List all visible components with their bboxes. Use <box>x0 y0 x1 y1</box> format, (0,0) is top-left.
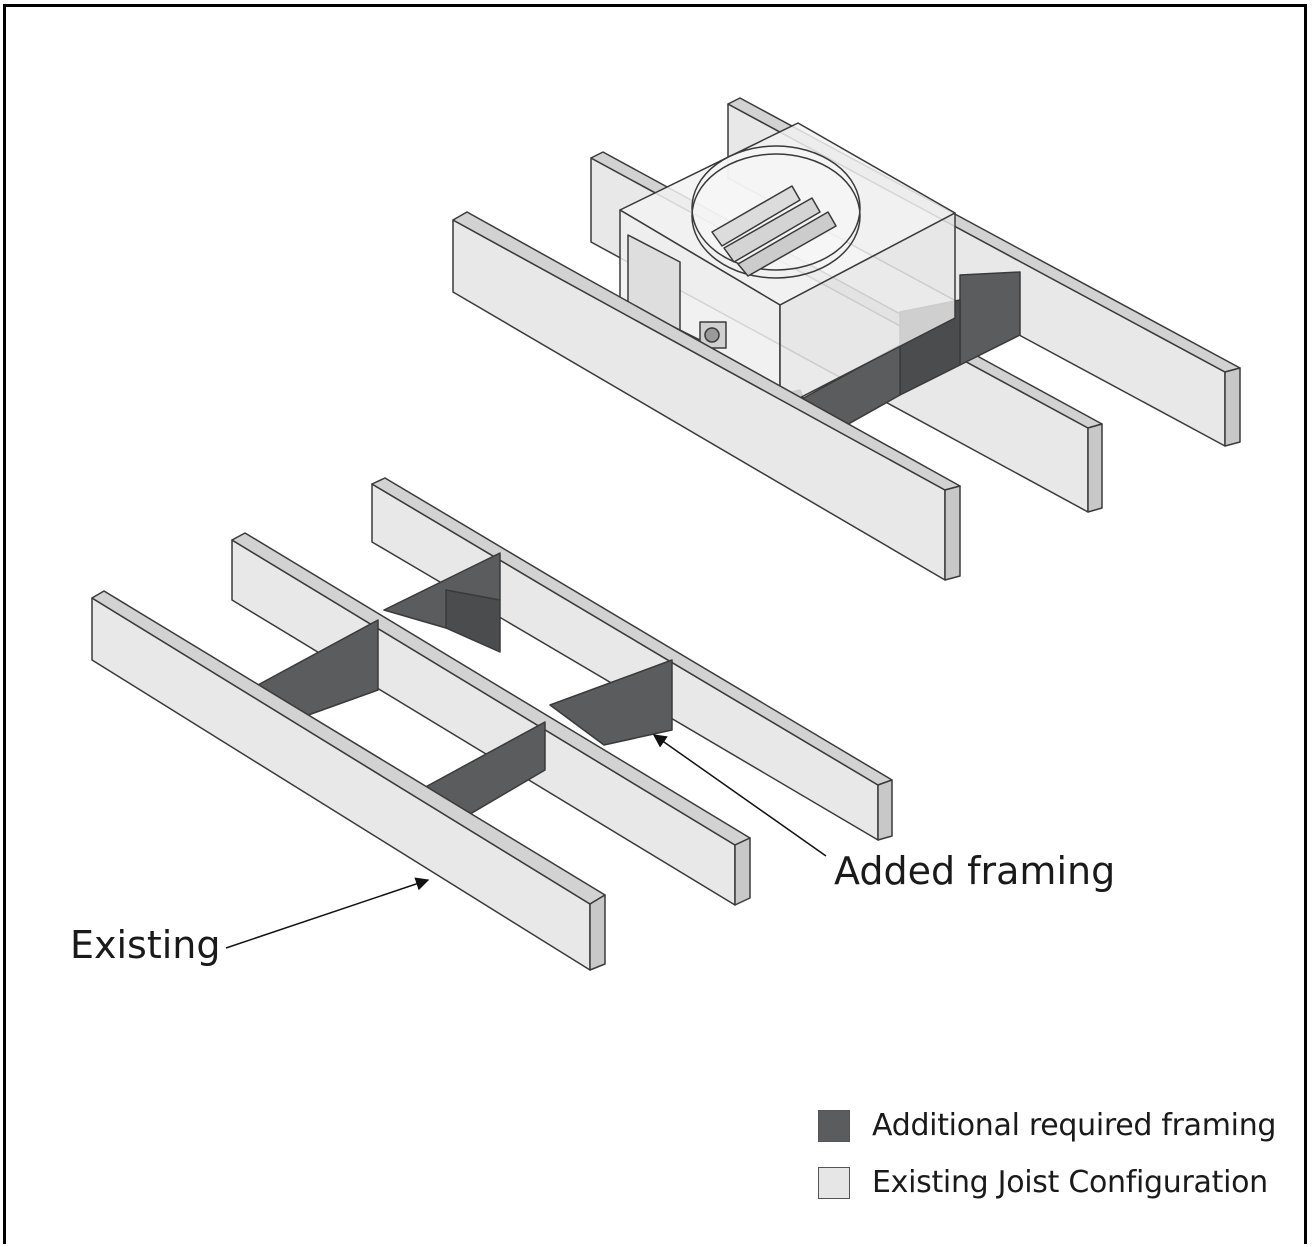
bottom-blocking-lower <box>255 619 546 821</box>
callout-existing: Existing <box>70 923 221 967</box>
bottom-joist-front <box>91 590 606 971</box>
legend-label: Existing Joist Configuration <box>872 1165 1268 1200</box>
top-assembly <box>452 97 1241 581</box>
legend-item-additional: Additional required framing <box>818 1106 1288 1146</box>
callout-added-framing: Added framing <box>834 849 1115 893</box>
legend-label: Additional required framing <box>872 1108 1277 1143</box>
bottom-assembly <box>91 477 893 971</box>
legend-item-existing: Existing Joist Configuration <box>818 1163 1288 1203</box>
bottom-blocking-upper <box>383 552 673 746</box>
arrow-icon <box>225 877 430 949</box>
legend-swatch-light <box>818 1167 850 1199</box>
figure-frame <box>3 4 1307 1244</box>
legend-swatch-dark <box>818 1110 850 1142</box>
arrow-icon <box>652 734 827 857</box>
top-joist-front <box>452 211 961 581</box>
